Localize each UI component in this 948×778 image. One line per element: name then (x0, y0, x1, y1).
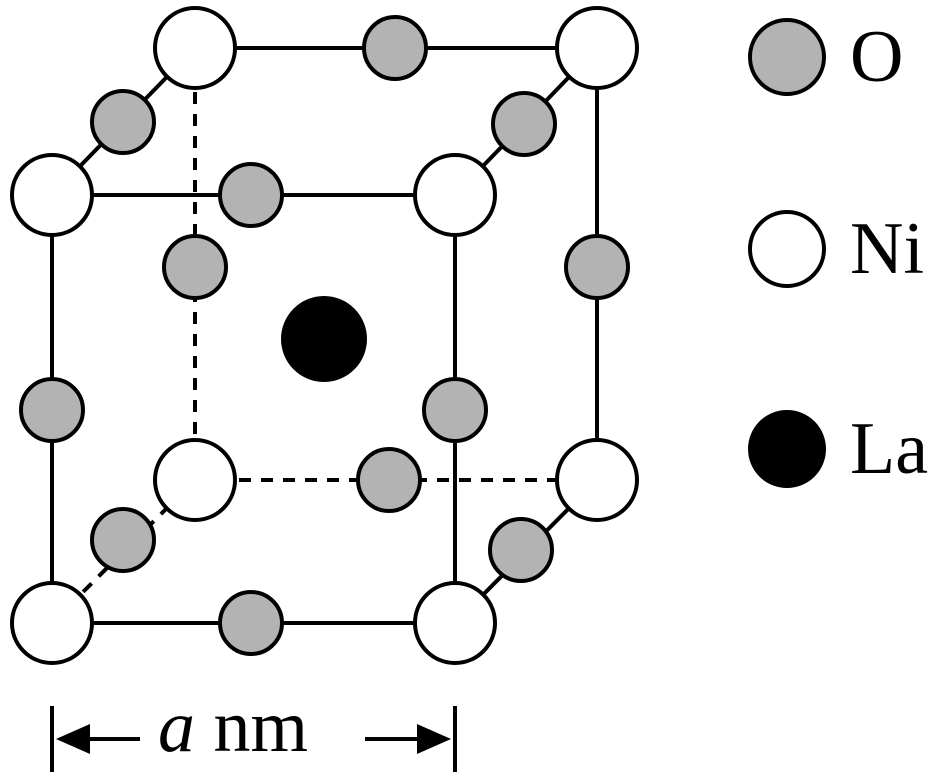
dimension-marker (50, 706, 457, 772)
legend-label-lanthanum: La (850, 408, 929, 490)
dimension-arrow-right-head (417, 724, 451, 754)
ni-atom-front-bottom-right (413, 581, 497, 665)
o-atom-bottom-left-depth-edge (90, 507, 156, 573)
dimension-label: a nm (158, 690, 308, 764)
ni-atom-front-bottom-left (10, 581, 94, 665)
atoms (10, 6, 639, 665)
legend-swatch-nickel (748, 210, 826, 288)
legend-item-nickel: Ni (748, 210, 924, 288)
o-atom-front-top-edge (218, 162, 284, 228)
ni-atom-back-top-right (555, 6, 639, 90)
ni-atom-back-top-left (153, 6, 237, 90)
dimension-arrow-left-head (56, 724, 90, 754)
legend-swatch-lanthanum (748, 410, 826, 488)
dimension-variable: a (158, 686, 195, 768)
ni-atom-front-top-left (10, 153, 94, 237)
o-atom-back-top-edge (362, 15, 428, 81)
ni-atom-back-bottom-left (153, 438, 237, 522)
legend-item-oxygen: O (748, 18, 903, 96)
ni-atom-back-bottom-right (555, 438, 639, 522)
legend-label-oxygen: O (850, 16, 904, 98)
legend-label-nickel: Ni (850, 208, 924, 290)
legend-swatch-oxygen (748, 18, 826, 96)
o-atom-back-left-edge (162, 234, 228, 300)
o-atom-bottom-right-depth-edge (488, 517, 554, 583)
ni-atom-front-top-right (413, 153, 497, 237)
dimension-unit: nm (213, 686, 309, 768)
o-atom-front-right-edge (422, 377, 488, 443)
o-atom-back-right-edge (564, 234, 630, 300)
o-atom-front-left-edge (19, 377, 85, 443)
o-atom-top-right-depth-edge (491, 91, 557, 157)
o-atom-top-left-depth-edge (90, 89, 156, 155)
la-atom-center (281, 296, 367, 382)
o-atom-front-bottom-edge (218, 590, 284, 656)
o-atom-back-bottom-edge (356, 447, 422, 513)
legend-item-lanthanum: La (748, 410, 928, 488)
